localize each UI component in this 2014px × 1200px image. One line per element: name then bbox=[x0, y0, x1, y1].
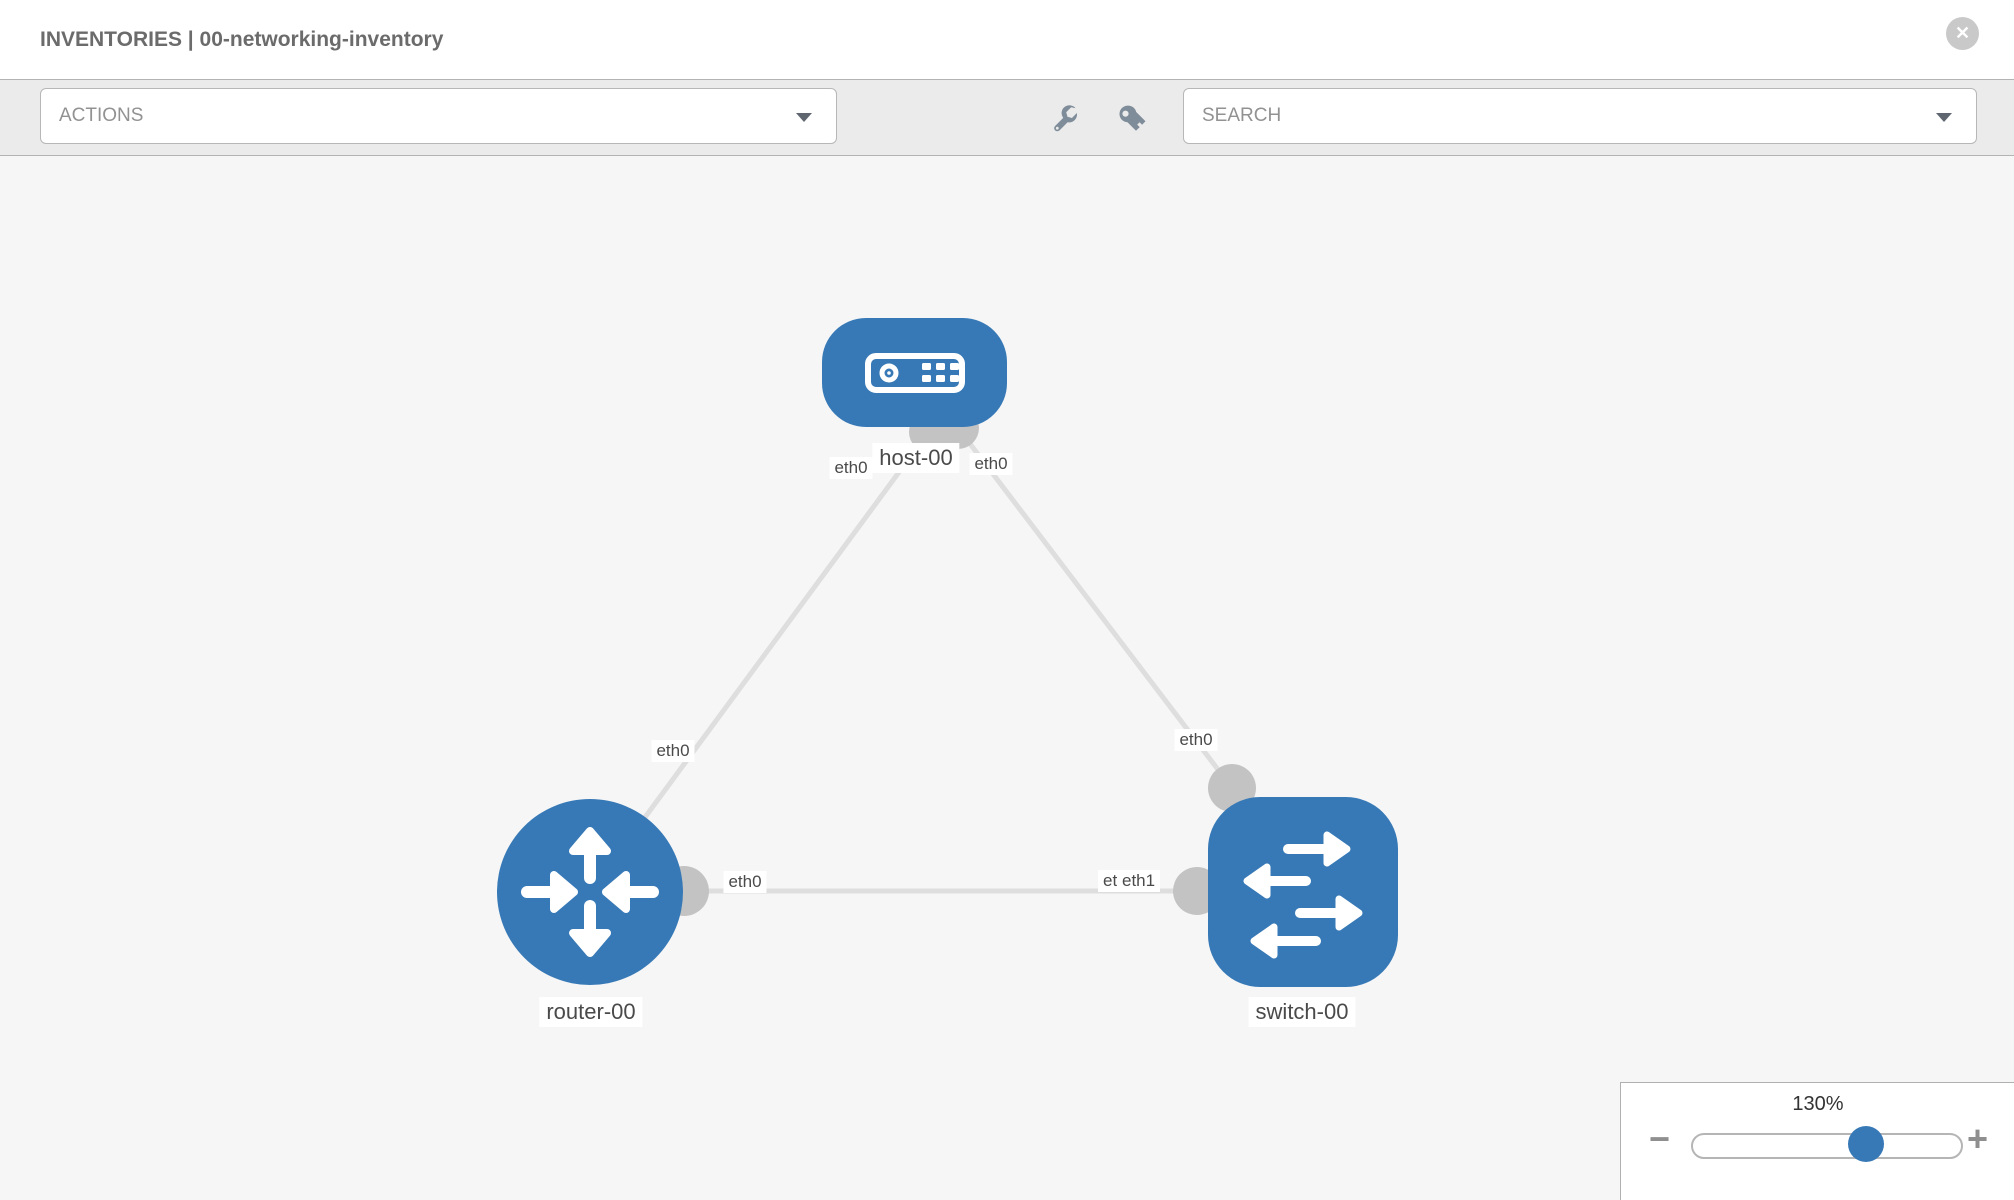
router-icon bbox=[521, 827, 659, 957]
actions-dropdown[interactable]: ACTIONS bbox=[40, 88, 837, 144]
key-icon[interactable] bbox=[1116, 102, 1148, 134]
search-dropdown-label: SEARCH bbox=[1202, 105, 1282, 126]
node-label-host: host-00 bbox=[872, 443, 960, 473]
node-label-switch: switch-00 bbox=[1248, 997, 1356, 1027]
iface-label: eth0 bbox=[829, 457, 873, 479]
close-icon[interactable]: ✕ bbox=[1946, 17, 1979, 50]
iface-label: eth1 bbox=[1117, 870, 1161, 892]
zoom-in-button[interactable]: + bbox=[1967, 1118, 1989, 1159]
actions-dropdown-label: ACTIONS bbox=[59, 105, 144, 126]
chevron-down-icon bbox=[796, 113, 812, 122]
link-host-switch bbox=[956, 426, 1234, 790]
zoom-out-button[interactable]: − bbox=[1649, 1118, 1671, 1159]
node-host-00[interactable] bbox=[822, 318, 1007, 427]
node-label-router: router-00 bbox=[539, 997, 643, 1027]
node-router-00[interactable] bbox=[497, 799, 683, 985]
iface-label: eth0 bbox=[651, 740, 695, 762]
iface-label: eth0 bbox=[969, 453, 1013, 475]
zoom-level-value: 130% bbox=[1792, 1093, 1844, 1115]
toolbar: ACTIONS SEARCH bbox=[0, 80, 2014, 156]
zoom-slider[interactable] bbox=[1691, 1126, 1963, 1162]
switch-icon bbox=[1243, 831, 1363, 959]
node-switch-00[interactable] bbox=[1208, 797, 1398, 987]
topology-canvas[interactable]: eth0 eth0 eth0 eth0 eth0 eth0 eth1 host-… bbox=[0, 156, 2014, 1200]
page-title: INVENTORIES | 00-networking-inventory bbox=[40, 28, 444, 51]
zoom-control-panel: 130% − + bbox=[1620, 1082, 2014, 1200]
iface-label: eth0 bbox=[1174, 729, 1218, 751]
iface-label: eth0 bbox=[723, 871, 767, 893]
topology-links-layer bbox=[587, 407, 1256, 916]
host-icon bbox=[865, 353, 965, 393]
search-dropdown[interactable]: SEARCH bbox=[1183, 88, 1977, 144]
chevron-down-icon bbox=[1936, 113, 1952, 122]
wrench-icon[interactable] bbox=[1048, 102, 1080, 134]
link-host-router bbox=[587, 428, 933, 894]
zoom-slider-knob[interactable] bbox=[1848, 1126, 1884, 1162]
header: INVENTORIES | 00-networking-inventory ✕ bbox=[0, 0, 2014, 80]
